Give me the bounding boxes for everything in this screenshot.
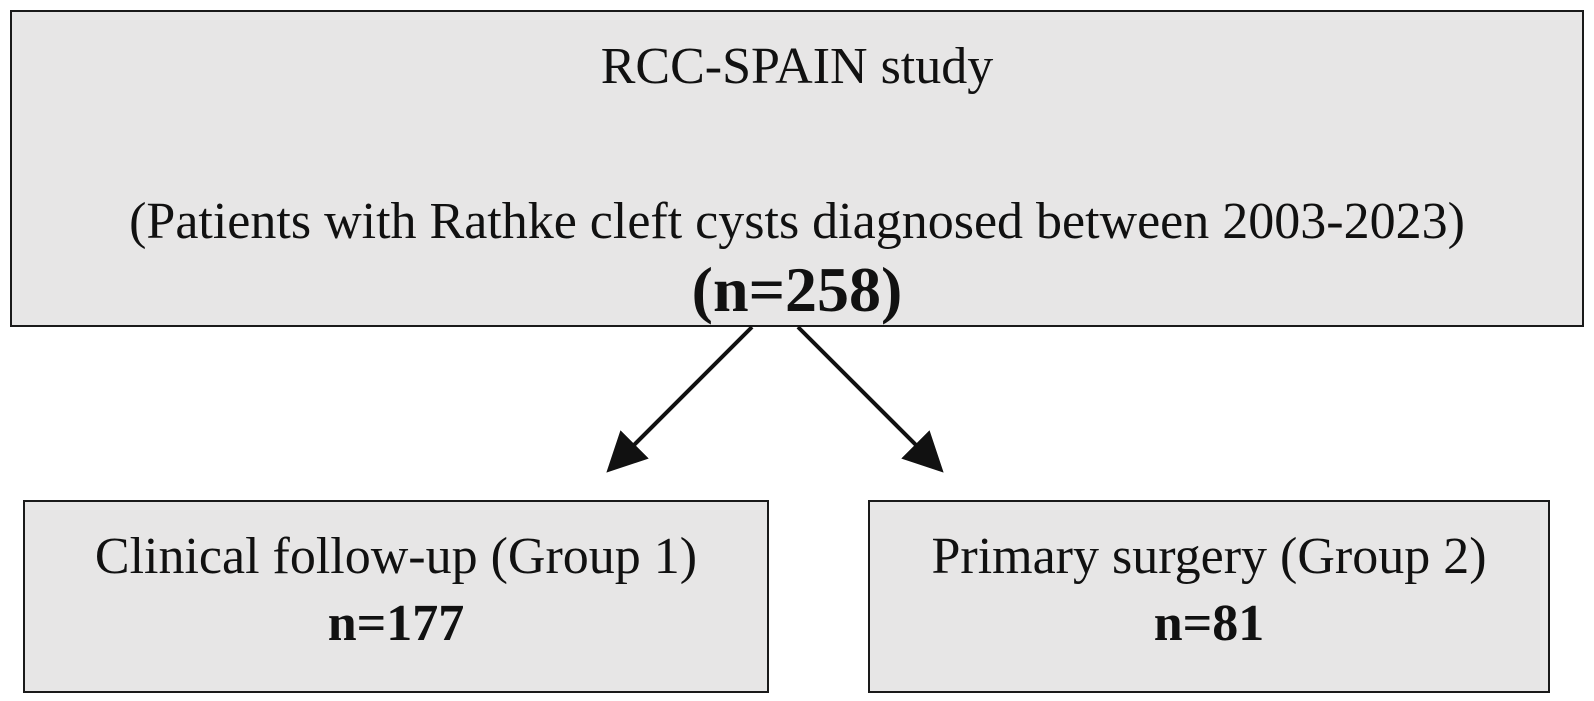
study-box: RCC-SPAIN study (Patients with Rathke cl…	[10, 10, 1584, 327]
group-1-box: Clinical follow-up (Group 1) n=177	[23, 500, 769, 693]
group-2-count: n=81	[1153, 595, 1265, 652]
group-1-title: Clinical follow-up (Group 1)	[94, 528, 698, 585]
study-count: (n=258)	[691, 254, 903, 325]
group-1-count: n=177	[327, 595, 465, 652]
arrow-to-group-1	[606, 325, 754, 473]
group-2-title: Primary surgery (Group 2)	[931, 528, 1487, 585]
study-description: (Patients with Rathke cleft cysts diagno…	[129, 193, 1465, 250]
study-title: RCC-SPAIN study	[600, 38, 994, 95]
group-2-box: Primary surgery (Group 2) n=81	[868, 500, 1550, 693]
arrow-to-group-2	[796, 325, 944, 473]
